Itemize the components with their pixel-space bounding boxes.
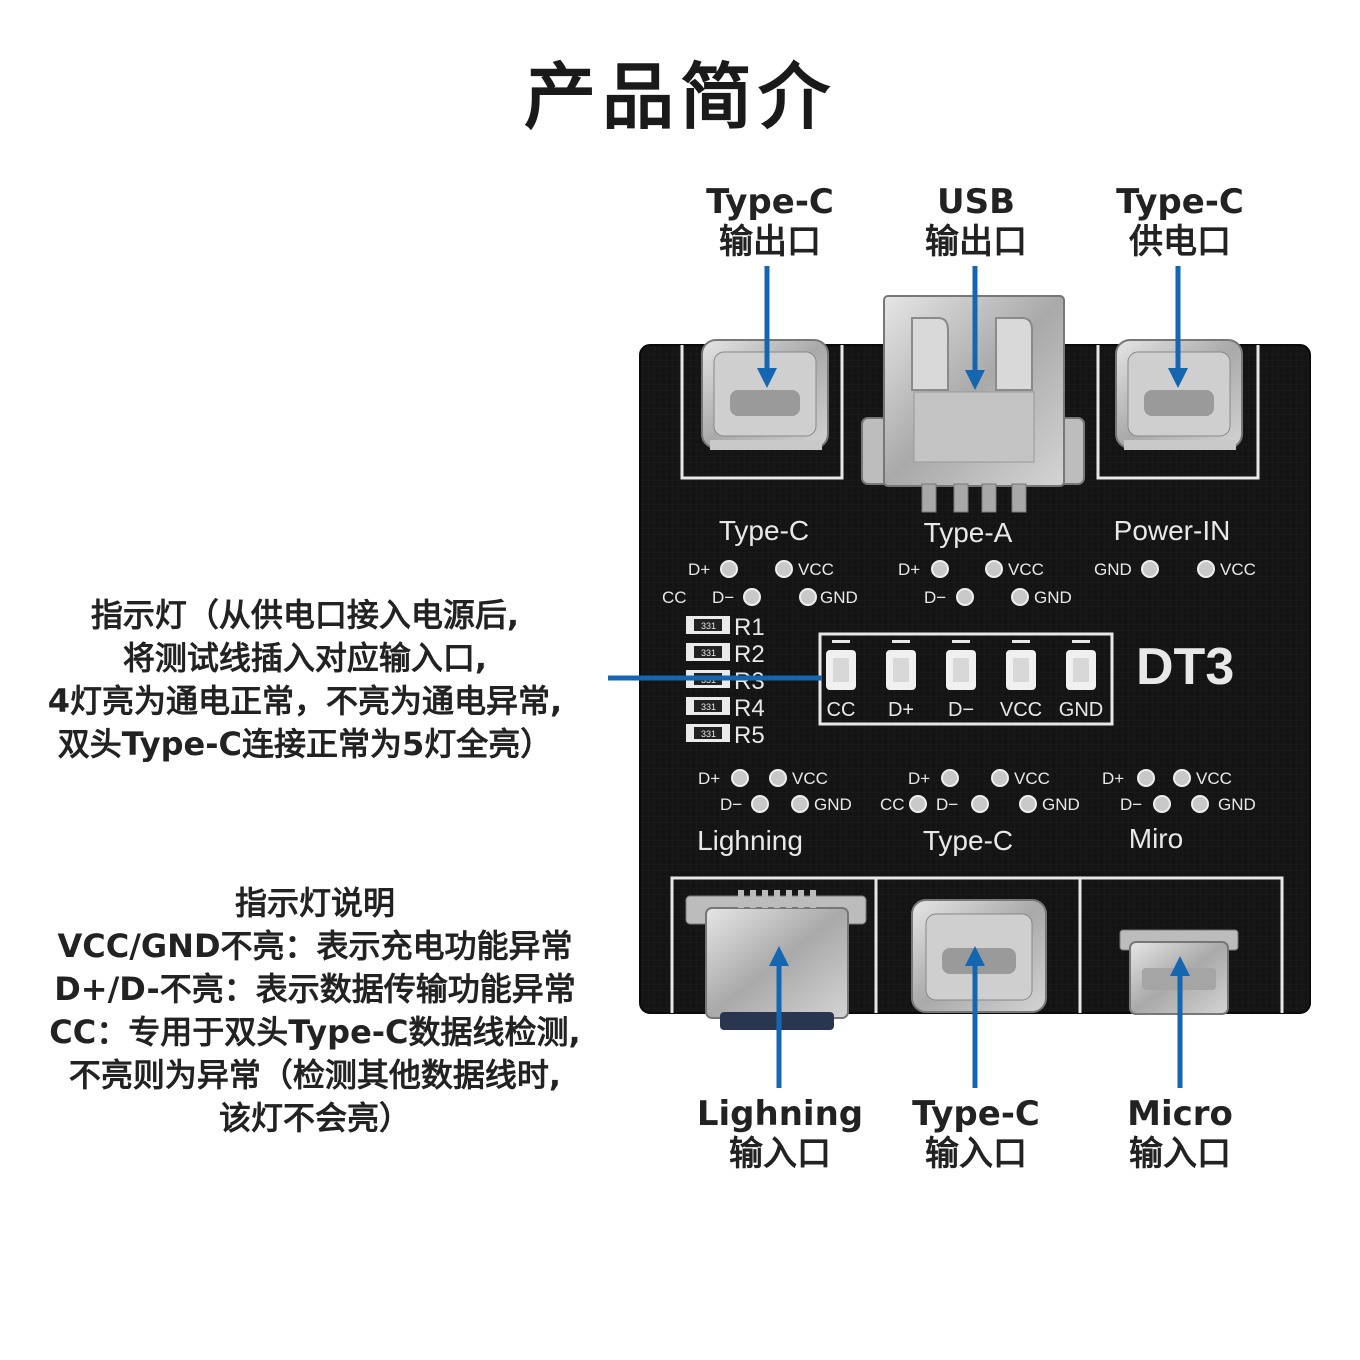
label-micro-input: Micro 输入口 — [1100, 1094, 1260, 1174]
typec-input-connector — [911, 899, 1047, 1013]
resistor-label-r2: R2 — [734, 641, 765, 668]
led-row — [826, 640, 1096, 690]
resistor-code: 331 — [701, 729, 716, 739]
label-line: USB — [936, 182, 1015, 222]
indicator-legend: 指示灯说明 VCC/GND不亮：表示充电功能异常 D+/D-不亮：表示数据传输功… — [0, 882, 630, 1140]
pad-label: GND — [1094, 560, 1132, 579]
board-port-labels: Type-C Type-A Power-IN Lighning Type-C M… — [697, 515, 1230, 856]
label-lightning-input: Lighning 输入口 — [690, 1094, 870, 1174]
label-line: 输出口 — [925, 222, 1027, 262]
pad-label: D+ — [898, 560, 920, 579]
resistor-labels: R1 R2 R3 R4 R5 — [734, 614, 765, 749]
board-label-lighning: Lighning — [697, 825, 803, 856]
usb-a-connector — [861, 295, 1085, 513]
pad-label: D− — [720, 795, 742, 814]
pad-label: VCC — [792, 769, 828, 788]
callout-arrows — [608, 266, 1190, 1088]
resistor-label-r4: R4 — [734, 695, 765, 722]
pad-label: VCC — [1196, 769, 1232, 788]
pad-labels: D+ VCC CC D− GND D+ VCC D− GND GND VCC D… — [662, 560, 1256, 814]
led-label-vcc: VCC — [1000, 699, 1042, 721]
label-line: 供电口 — [1129, 222, 1231, 262]
label-typec-output: Type-C 输出口 — [690, 182, 850, 262]
board-model: DT3 — [1136, 638, 1234, 696]
pad-label: CC — [880, 795, 905, 814]
board-label-power-in: Power-IN — [1114, 515, 1231, 546]
note-line: 双头Type-C连接正常为5灯全亮） — [57, 725, 553, 763]
label-line: Type-C — [706, 182, 834, 222]
label-line: 输出口 — [719, 222, 821, 262]
pad-label: D+ — [688, 560, 710, 579]
legend-line: 该灯不会亮） — [218, 1099, 411, 1137]
legend-line: CC：专用于双头Type-C数据线检测, — [49, 1013, 581, 1051]
pad-label: VCC — [1220, 560, 1256, 579]
silkscreen-frames — [670, 345, 1284, 1013]
page-title: 产品简介 — [523, 55, 836, 139]
resistor-label-r5: R5 — [734, 722, 765, 749]
label-line: Type-C — [912, 1094, 1040, 1134]
resistor-code: 331 — [701, 621, 716, 631]
pad-label: VCC — [798, 560, 834, 579]
pad-label: D− — [1120, 795, 1142, 814]
led-labels: CC D+ D− VCC GND — [827, 699, 1104, 721]
pad-label: GND — [820, 588, 858, 607]
label-usb-output: USB 输出口 — [896, 182, 1056, 262]
pad-label: CC — [662, 588, 687, 607]
pad-label: D− — [924, 588, 946, 607]
legend-line: D+/D-不亮：表示数据传输功能异常 — [54, 970, 576, 1008]
pad-label: GND — [1042, 795, 1080, 814]
pad-label: D− — [712, 588, 734, 607]
board-label-miro: Miro — [1129, 823, 1183, 854]
pad-label: D− — [936, 795, 958, 814]
board-label-typec: Type-C — [719, 515, 809, 546]
led-label-dminus: D− — [948, 699, 974, 721]
label-line: Type-C — [1116, 182, 1244, 222]
resistor-code: 331 — [701, 648, 716, 658]
note-line: 将测试线插入对应输入口, — [122, 639, 488, 677]
note-line: 4灯亮为通电正常，不亮为通电异常, — [47, 682, 563, 720]
pad-label: D+ — [908, 769, 930, 788]
led-label-gnd: GND — [1059, 699, 1103, 721]
resistor-code: 331 — [701, 702, 716, 712]
resistor-label-r3: R3 — [734, 668, 765, 695]
legend-line: VCC/GND不亮：表示充电功能异常 — [57, 927, 573, 965]
board-label-typec-bottom: Type-C — [923, 825, 1013, 856]
legend-line: 不亮则为异常（检测其他数据线时, — [68, 1056, 562, 1094]
indicator-note: 指示灯（从供电口接入电源后, 将测试线插入对应输入口, 4灯亮为通电正常，不亮为… — [0, 594, 610, 766]
label-line: 输入口 — [925, 1134, 1027, 1174]
note-line: 指示灯（从供电口接入电源后, — [90, 596, 520, 634]
test-pads — [720, 560, 1215, 813]
label-line: Lighning — [696, 1094, 864, 1134]
resistor-label-r1: R1 — [734, 614, 765, 641]
label-line: Micro — [1127, 1094, 1233, 1134]
label-typec-power: Type-C 供电口 — [1100, 182, 1260, 262]
pad-label: VCC — [1008, 560, 1044, 579]
pad-label: GND — [814, 795, 852, 814]
label-typec-input: Type-C 输入口 — [896, 1094, 1056, 1174]
board-label-typea: Type-A — [924, 517, 1013, 548]
typec-power-connector — [1115, 339, 1243, 450]
legend-title: 指示灯说明 — [234, 884, 395, 922]
lightning-connector — [685, 890, 867, 1030]
label-line: 输入口 — [1129, 1134, 1231, 1174]
pad-label: VCC — [1014, 769, 1050, 788]
pad-label: D+ — [698, 769, 720, 788]
pad-label: GND — [1218, 795, 1256, 814]
label-line: 输入口 — [729, 1134, 831, 1174]
pad-label: GND — [1034, 588, 1072, 607]
led-label-dplus: D+ — [888, 699, 914, 721]
pad-label: D+ — [1102, 769, 1124, 788]
led-label-cc: CC — [827, 699, 856, 721]
typec-output-connector — [701, 339, 829, 450]
